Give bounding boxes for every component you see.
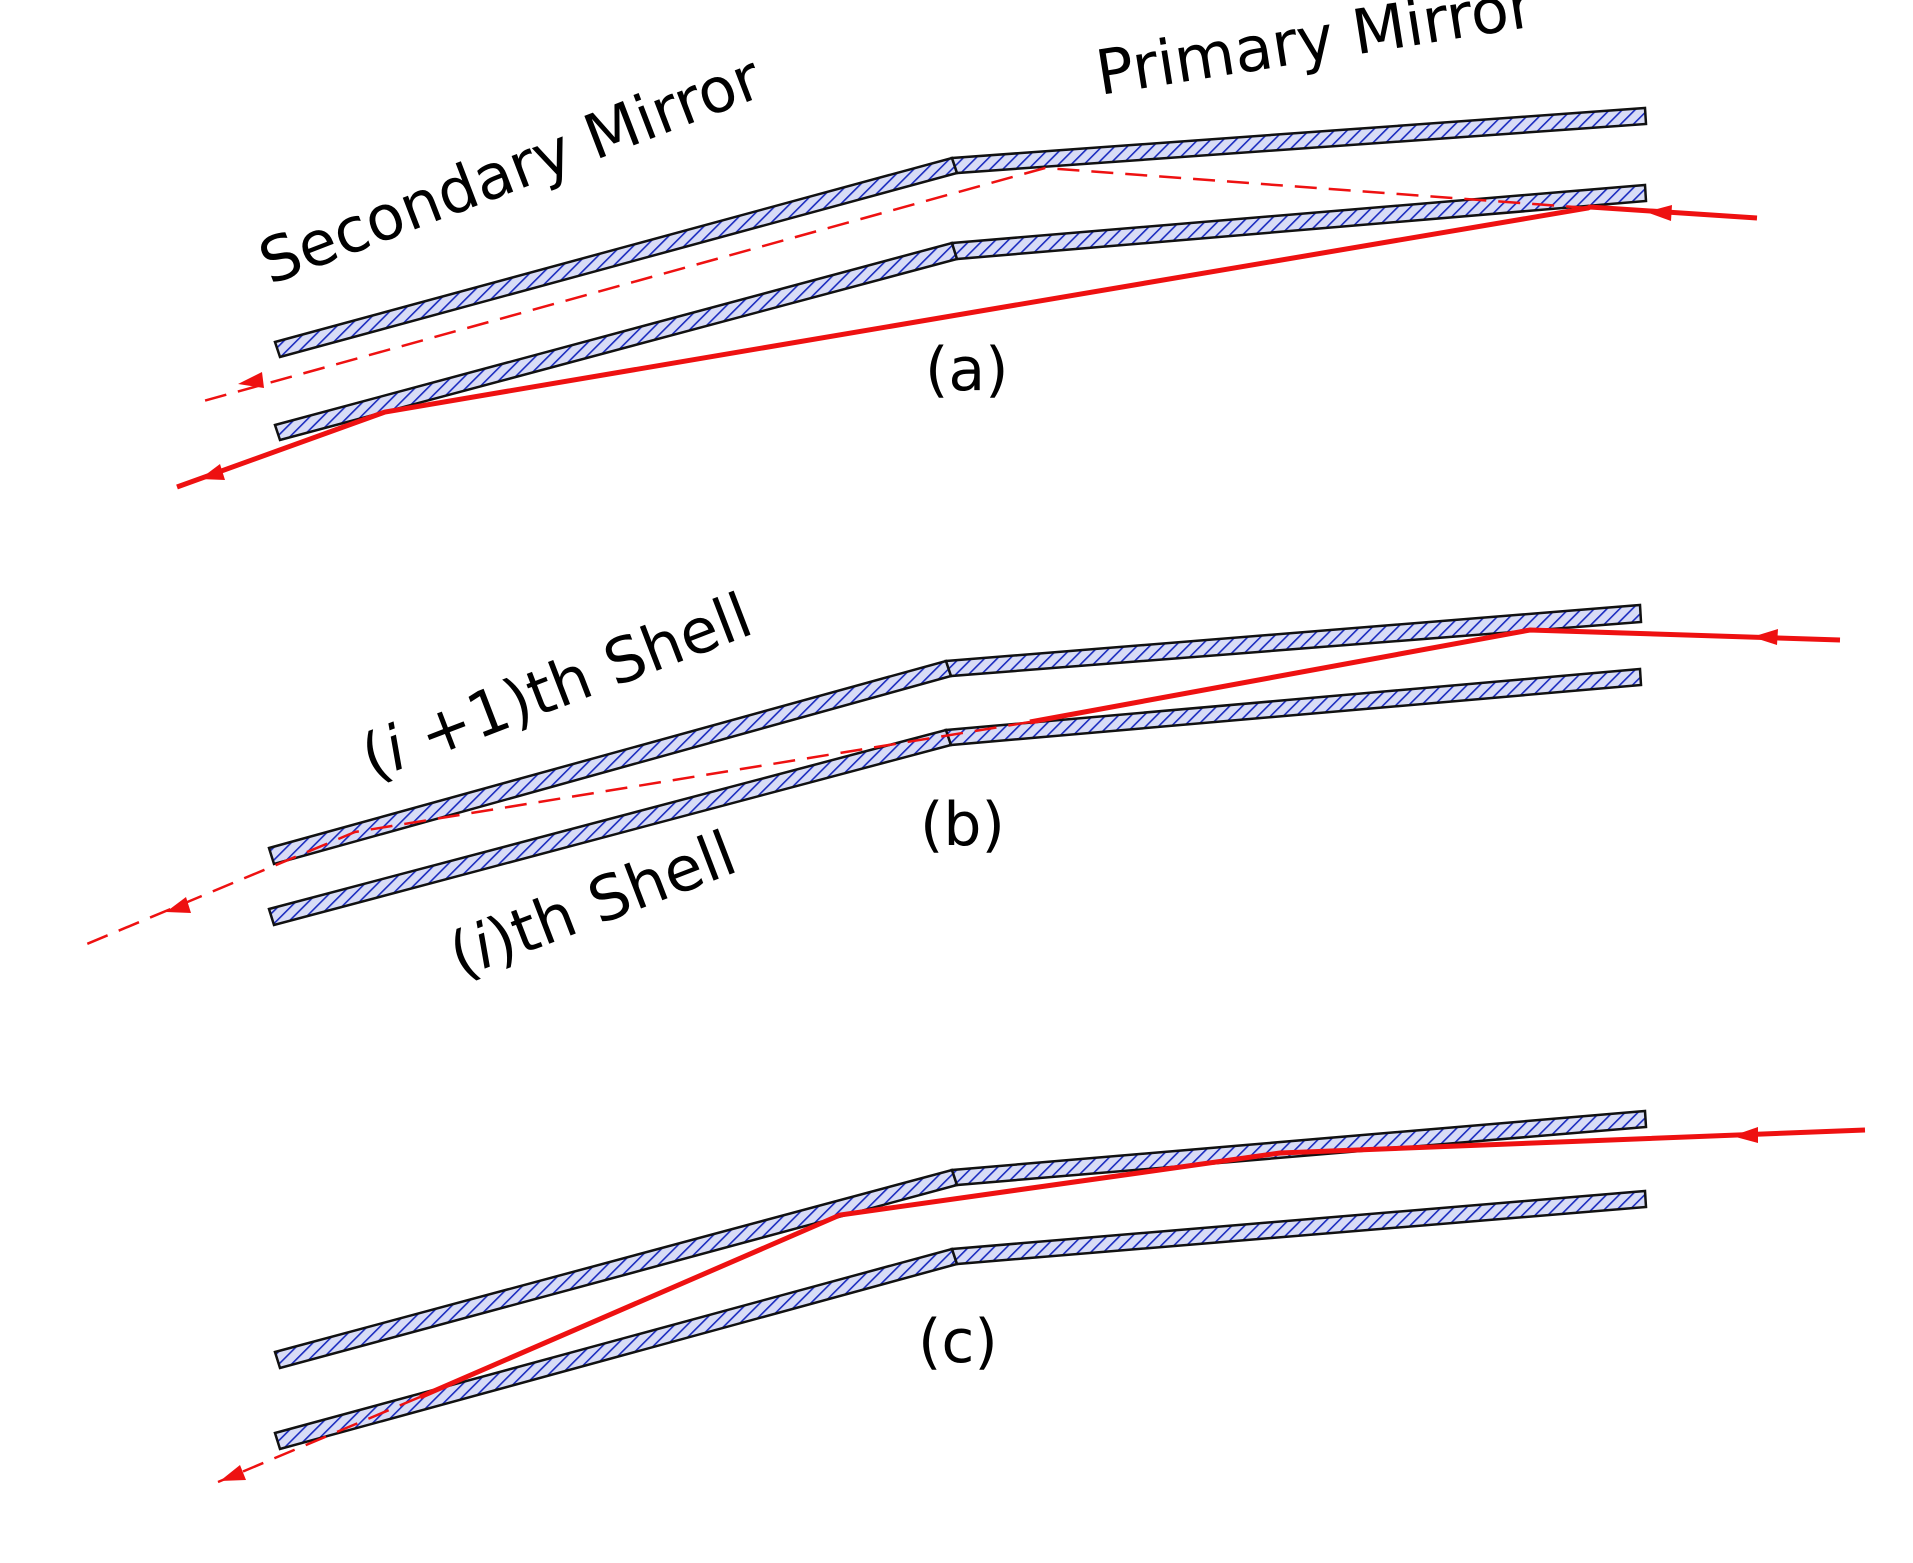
- panel-a-dashed-ray: [199, 166, 1589, 404]
- outer-shell-label: (i +1)th Shell: [351, 578, 761, 794]
- panel-b-dashed-ray: [81, 720, 1031, 948]
- panel-a-lower-secondary-mirror: [273, 241, 959, 442]
- panel-a-upper-shell: [273, 106, 1648, 359]
- panel-a-dashed-ray-arrow-out: [238, 372, 264, 388]
- panel-c-lower-shell: [273, 1189, 1648, 1451]
- panel-b-solid-ray: [1029, 627, 1841, 725]
- panel-b-dashed-ray-arrow-out: [166, 897, 191, 913]
- primary-mirror-label: Primary Mirror: [1091, 0, 1539, 110]
- panel-c-dashed-ray: [217, 1395, 421, 1484]
- panel-c: [217, 1109, 1866, 1484]
- panel-a-lower-shell: [273, 183, 1648, 442]
- panel-b-outer-shell: [267, 603, 1643, 866]
- panel-b-label: (b): [920, 790, 1005, 860]
- panel-b-inner-primary-mirror: [944, 667, 1643, 747]
- panel-c-upper-primary-mirror: [950, 1109, 1648, 1187]
- panel-a-lower-primary-mirror: [950, 183, 1648, 261]
- inner-shell-label-rest: )th Shell: [478, 816, 746, 977]
- inner-shell-label: (i)th Shell: [439, 816, 745, 992]
- secondary-mirror-label: Secondary Mirror: [249, 40, 771, 299]
- panel-b: [81, 603, 1841, 948]
- panel-c-solid-ray-arrow-in: [1732, 1127, 1758, 1143]
- panel-b-solid-ray-arrow-in: [1752, 629, 1778, 645]
- panel-a-upper-primary-mirror: [950, 106, 1648, 175]
- panel-c-solid-ray: [419, 1127, 1866, 1400]
- panel-b-outer-primary-mirror: [944, 603, 1643, 678]
- panel-c-lower-primary-mirror: [950, 1189, 1648, 1266]
- panel-a-label: (a): [925, 335, 1009, 405]
- panel-c-lower-secondary-mirror: [273, 1247, 959, 1451]
- outer-shell-label-rest: +1)th Shell: [390, 578, 761, 779]
- panel-a-solid-ray-arrow-in: [1646, 205, 1672, 221]
- panel-c-upper-shell: [273, 1109, 1648, 1370]
- panel-c-dashed-ray-arrow-out: [220, 1465, 246, 1481]
- panel-a-solid-ray-arrow-out: [200, 464, 225, 480]
- panel-c-upper-secondary-mirror: [273, 1168, 959, 1370]
- panel-c-label: (c): [918, 1307, 998, 1377]
- panel-a: [176, 106, 1758, 490]
- panel-b-inner-shell: [267, 667, 1643, 927]
